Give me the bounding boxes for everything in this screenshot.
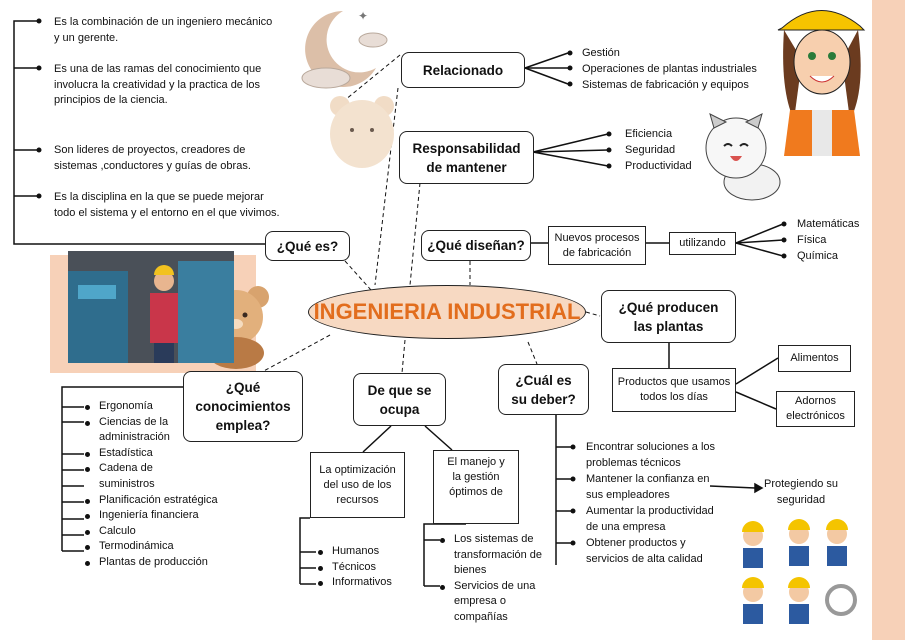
deber-item-4: Obtener productos y servicios de alta ca… bbox=[586, 537, 703, 565]
conocimientos-item: Ergonomía bbox=[85, 399, 209, 415]
deber-node: ¿Cuál es su deber? bbox=[498, 364, 589, 415]
adornos-box: Adornos electrónicos bbox=[776, 391, 855, 427]
conocimientos-item: Ciencias de la administración bbox=[85, 415, 209, 446]
manejo-box: El manejo y la gestión óptimos de bbox=[433, 450, 519, 524]
protegiendo-text: Protegiendo su seguridad bbox=[764, 478, 838, 506]
manejo-item: Los sistemas de transformación de bienes bbox=[440, 532, 552, 579]
responsabilidad-item-1: Eficiencia bbox=[625, 128, 673, 140]
producen-node: ¿Qué producen las plantas bbox=[601, 290, 736, 343]
engineer-woman-icon bbox=[777, 10, 866, 156]
right-peach-strip bbox=[872, 0, 905, 640]
relacionado-bullets bbox=[567, 50, 573, 87]
manejo-list: Los sistemas de transformación de bienes… bbox=[440, 532, 552, 626]
que-es-item-1: Es la combinación de un ingeniero mecáni… bbox=[54, 16, 273, 44]
conocimientos-item: Calculo bbox=[85, 524, 209, 540]
factory-worker-photo bbox=[68, 251, 234, 363]
ocupa-node: De que se ocupa bbox=[353, 373, 446, 426]
conocimientos-item: Cadena de suministros bbox=[85, 461, 209, 492]
recursos-item: Humanos bbox=[318, 544, 422, 560]
conocimientos-item: Planificación estratégica bbox=[85, 493, 229, 509]
deber-item-3: Aumentar la productividad de una empresa bbox=[586, 505, 714, 533]
productos-box: Productos que usamos todos los días bbox=[612, 368, 736, 412]
conocimientos-item: Termodinámica bbox=[85, 539, 209, 555]
responsabilidad-node: Responsabilidad de mantener bbox=[399, 131, 534, 184]
que-es-item-3: Son lideres de proyectos, creadores de s… bbox=[54, 144, 251, 172]
recursos-list: Humanos Técnicos Informativos bbox=[318, 544, 422, 591]
que-es-item-2: Es una de las ramas del conocimiento que… bbox=[54, 63, 262, 107]
relacionado-item-1: Gestión bbox=[582, 47, 620, 59]
disenan-item-2: Física bbox=[797, 234, 827, 246]
disenan-node: ¿Qué diseñan? bbox=[421, 230, 531, 261]
relacionado-item-3: Sistemas de fabricación y equipos bbox=[582, 79, 749, 91]
relacionado-item-2: Operaciones de plantas industriales bbox=[582, 63, 757, 75]
nuevos-procesos-box: Nuevos procesos de fabricación bbox=[548, 226, 646, 265]
responsabilidad-item-2: Seguridad bbox=[625, 144, 676, 156]
alimentos-box: Alimentos bbox=[778, 345, 851, 372]
moon-clouds-icon: ✦ bbox=[301, 9, 388, 89]
disenan-item-3: Química bbox=[797, 250, 838, 262]
conocimientos-list: Ergonomía Ciencias de la administración … bbox=[85, 399, 218, 571]
responsabilidad-bullets bbox=[606, 131, 612, 169]
smiling-cat-icon bbox=[705, 113, 781, 201]
que-es-item-4: Es la disciplina en la que se puede mejo… bbox=[54, 191, 280, 219]
que-es-bullets bbox=[36, 18, 42, 199]
optimizacion-box: La optimización del uso de los recursos bbox=[310, 452, 405, 518]
conocimientos-node: ¿Qué conocimientos emplea? bbox=[183, 371, 303, 442]
que-es-node: ¿Qué es? bbox=[265, 231, 350, 261]
relacionado-node: Relacionado bbox=[401, 52, 525, 88]
utilizando-box: utilizando bbox=[669, 232, 736, 255]
conocimientos-item: Ingeniería financiera bbox=[85, 508, 229, 524]
teddy-bear-icon bbox=[330, 96, 394, 168]
manejo-item: Servicios de una empresa o compañías bbox=[440, 579, 552, 626]
deber-item-2: Mantener la confianza en sus empleadores bbox=[586, 473, 710, 501]
deber-item-1: Encontrar soluciones a los problemas téc… bbox=[586, 441, 716, 469]
disenan-bullets bbox=[781, 221, 787, 259]
center-title: INGENIERIA INDUSTRIAL bbox=[308, 285, 586, 339]
disenan-item-1: Matemáticas bbox=[797, 218, 860, 230]
responsabilidad-item-3: Productividad bbox=[625, 160, 692, 172]
engineers-group-icon bbox=[742, 519, 857, 624]
conocimientos-item: Plantas de producción bbox=[85, 555, 229, 571]
deber-bullets bbox=[570, 444, 576, 546]
conocimientos-item: Estadística bbox=[85, 446, 209, 462]
recursos-item: Informativos bbox=[318, 575, 422, 591]
recursos-item: Técnicos bbox=[318, 560, 422, 576]
svg-text:✦: ✦ bbox=[358, 9, 368, 23]
